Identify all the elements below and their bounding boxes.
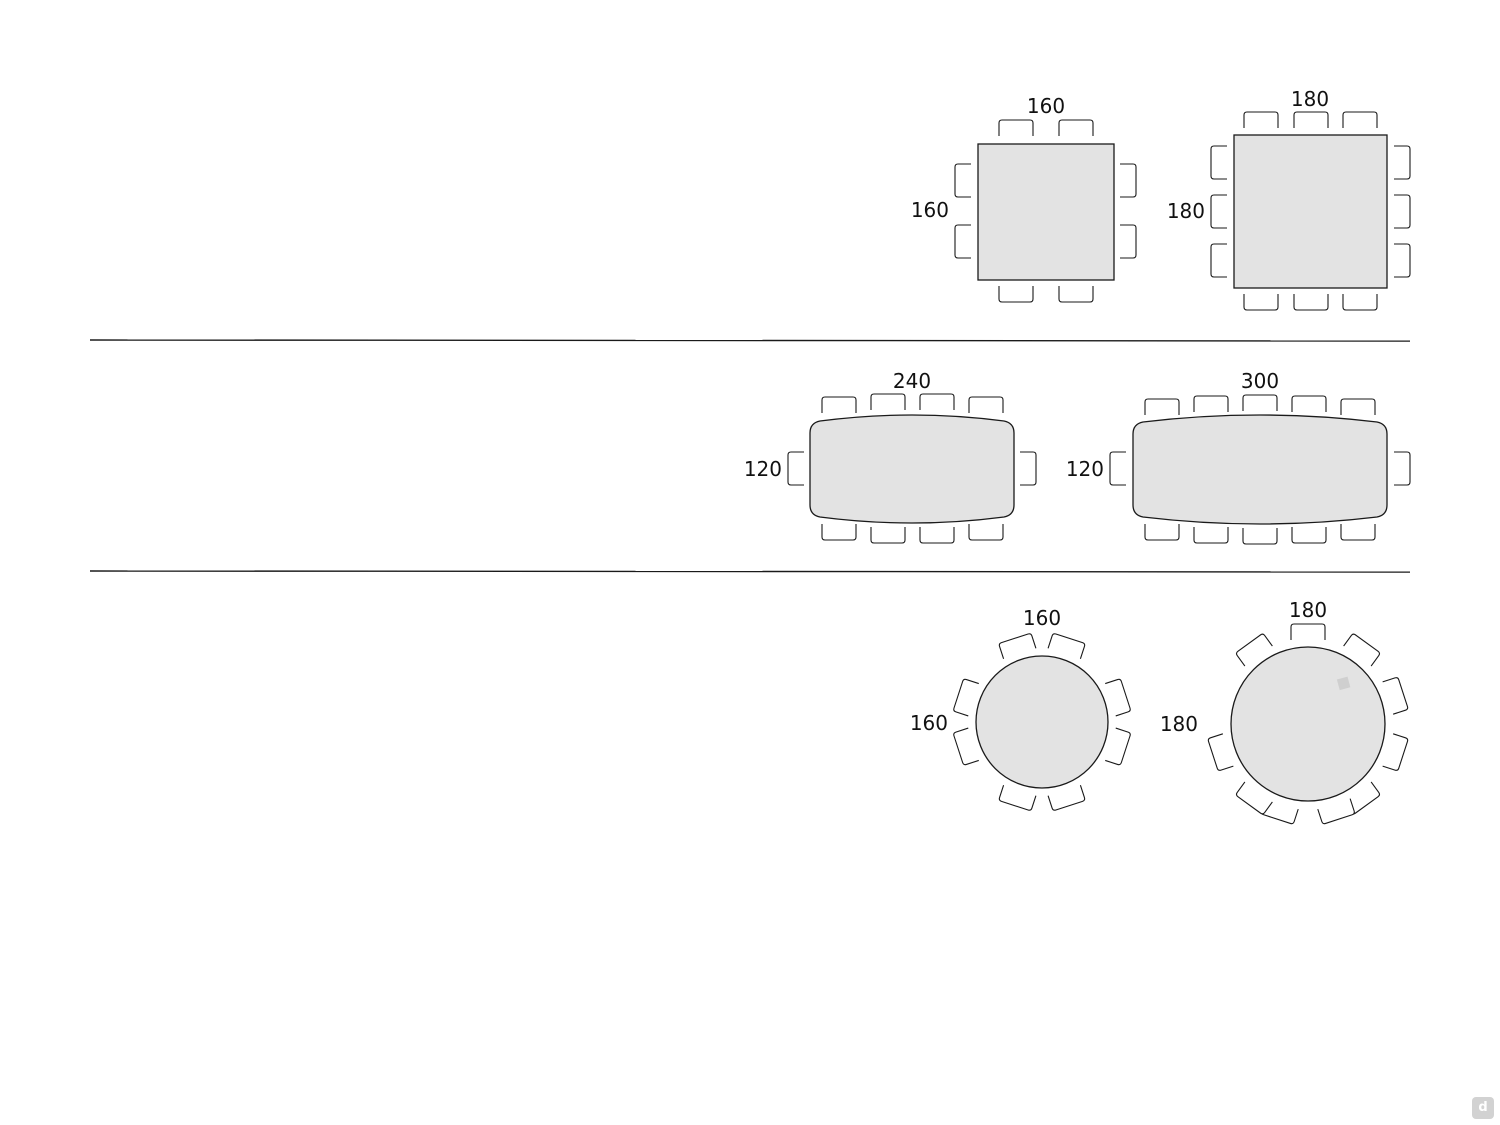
chair [919, 393, 955, 410]
chair [998, 785, 1037, 811]
chair [954, 224, 971, 259]
table-top [1230, 646, 1386, 802]
chair [954, 163, 971, 198]
chair [1109, 451, 1126, 486]
chair [1193, 395, 1229, 412]
chair [1342, 111, 1378, 128]
chairs [953, 633, 1131, 811]
chair [821, 524, 857, 541]
barrel-table-240: 240 120 [744, 369, 1037, 544]
chair [1193, 527, 1229, 544]
chairs [954, 119, 1137, 303]
chairs [1210, 111, 1411, 311]
chair [1394, 243, 1411, 278]
depth-label: 180 [1160, 712, 1198, 736]
table-top [1233, 134, 1388, 289]
table-top [809, 414, 1015, 524]
chair [1235, 781, 1273, 815]
chair [1382, 677, 1409, 715]
chair [1120, 163, 1137, 198]
table-top [1132, 414, 1388, 525]
chair [1207, 733, 1234, 771]
width-label: 160 [1023, 606, 1061, 630]
depth-label: 120 [1066, 457, 1104, 481]
chair [998, 286, 1034, 303]
table-top [975, 655, 1109, 789]
chair [1144, 398, 1180, 415]
round-table-160: 160 160 [910, 606, 1131, 811]
chair [1105, 727, 1131, 766]
chair [787, 451, 804, 486]
chair [1105, 678, 1131, 717]
round-table-180: 180 180 [1160, 598, 1409, 825]
chair [1394, 194, 1411, 229]
chair [1394, 145, 1411, 180]
depth-label: 120 [744, 457, 782, 481]
chair [1317, 798, 1355, 825]
chair [1293, 294, 1329, 311]
section-divider-2 [89, 570, 1411, 573]
chair [953, 727, 979, 766]
chair [870, 393, 906, 410]
square-table-160: 160 160 [911, 94, 1137, 303]
chair [1382, 733, 1409, 771]
chairs [1109, 394, 1411, 545]
chair [998, 633, 1037, 659]
width-label: 300 [1241, 369, 1279, 393]
chair [1340, 524, 1376, 541]
chair [1243, 111, 1279, 128]
table-top [977, 143, 1115, 281]
chair [1210, 145, 1227, 180]
d-logo-icon: d [1472, 1097, 1494, 1119]
chair [870, 527, 906, 544]
chair [919, 527, 955, 544]
chair [1290, 623, 1326, 640]
chair [1210, 243, 1227, 278]
depth-label: 180 [1167, 199, 1205, 223]
depth-label: 160 [910, 711, 948, 735]
chair [1120, 224, 1137, 259]
width-label: 180 [1291, 87, 1329, 111]
width-label: 160 [1027, 94, 1065, 118]
depth-label: 160 [911, 198, 949, 222]
chair [968, 396, 1004, 413]
chair [1291, 527, 1327, 544]
chair [1144, 524, 1180, 541]
chair [998, 119, 1034, 136]
chair [1058, 286, 1094, 303]
chair [1343, 633, 1381, 667]
chair [1342, 294, 1378, 311]
chair [968, 524, 1004, 541]
chair [1047, 785, 1086, 811]
chair [1293, 111, 1329, 128]
width-label: 180 [1289, 598, 1327, 622]
chairs [787, 393, 1037, 544]
chair [1235, 633, 1273, 667]
surface-mark [1336, 676, 1351, 691]
chair [821, 396, 857, 413]
chair [1291, 395, 1327, 412]
chair [1058, 119, 1094, 136]
square-table-180: 180 180 [1167, 87, 1411, 311]
chairs [1207, 623, 1409, 825]
chair [1210, 194, 1227, 229]
chair [1242, 528, 1278, 545]
chair [1242, 394, 1278, 411]
barrel-table-300: 300 120 [1066, 369, 1411, 545]
chair [1340, 398, 1376, 415]
width-label: 240 [893, 369, 931, 393]
chair [1243, 294, 1279, 311]
chair [1020, 451, 1037, 486]
chair [953, 678, 979, 717]
chair [1394, 451, 1411, 486]
section-divider-1 [89, 339, 1411, 342]
chair [1047, 633, 1086, 659]
